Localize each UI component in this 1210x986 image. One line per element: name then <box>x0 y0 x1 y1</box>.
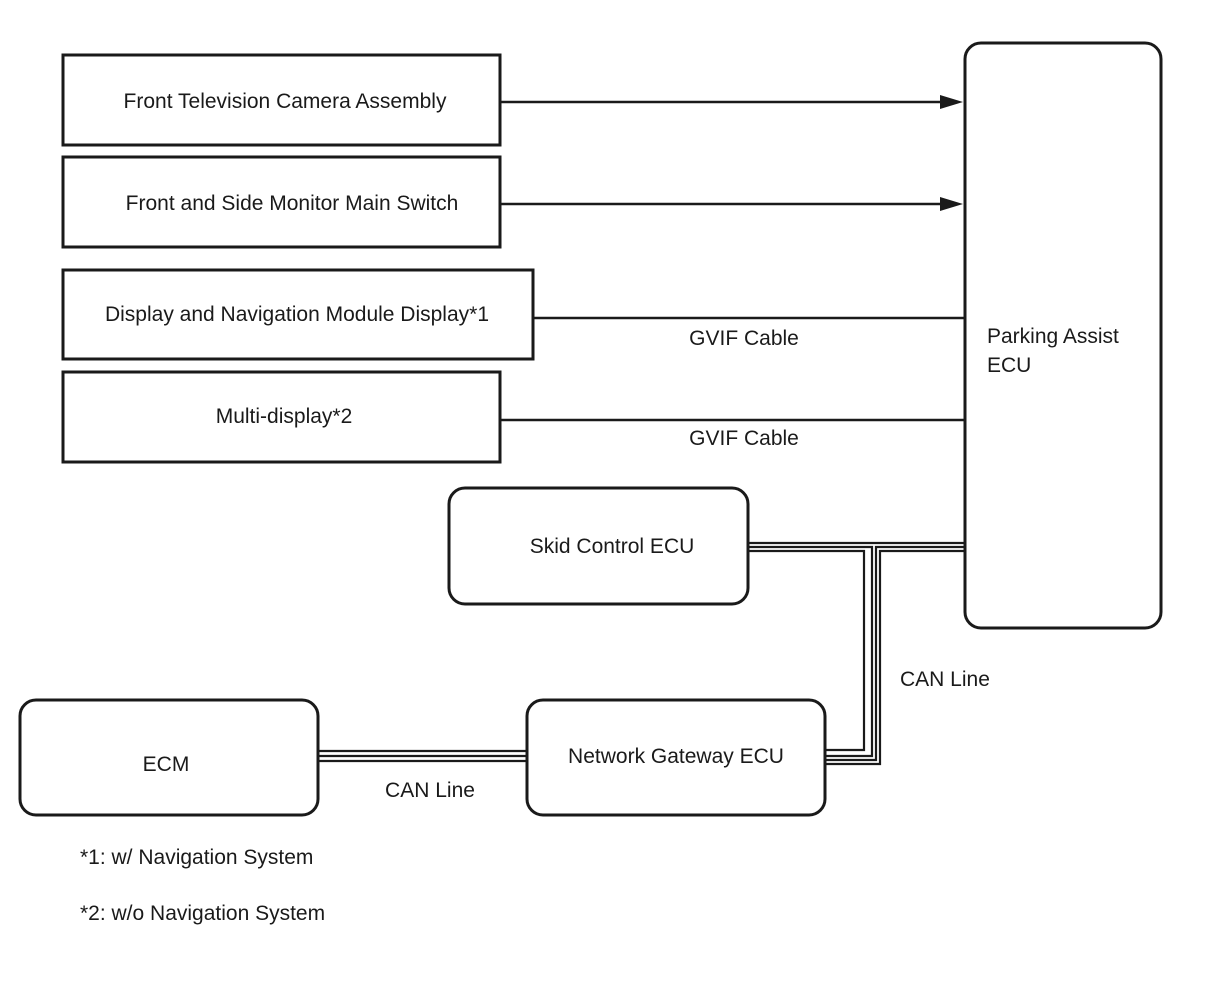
can-line-right-label: CAN Line <box>900 668 990 691</box>
network-gateway-ecu-box: Network Gateway ECU <box>525 698 827 817</box>
multi-display-box: Multi-display*2 <box>61 370 502 464</box>
network-gateway-ecu-label: Network Gateway ECU <box>568 745 784 768</box>
footnote-2: *2: w/o Navigation System <box>80 902 325 925</box>
multi-display-label: Multi-display*2 <box>216 405 353 428</box>
footnote-1: *1: w/ Navigation System <box>80 846 313 869</box>
ecm-label: ECM <box>143 753 190 776</box>
parking-assist-ecu-label-line2: ECU <box>987 354 1031 377</box>
skid-control-ecu-box: Skid Control ECU <box>447 486 750 606</box>
monitor-switch-label: Front and Side Monitor Main Switch <box>126 192 459 215</box>
skid-control-ecu-label: Skid Control ECU <box>530 535 695 558</box>
can-bus-ecm <box>318 749 527 763</box>
gvif-cable-multi-label: GVIF Cable <box>689 427 799 450</box>
monitor-switch-box: Front and Side Monitor Main Switch <box>61 155 502 249</box>
front-camera-label: Front Television Camera Assembly <box>124 90 447 113</box>
parking-assist-ecu-label-line1: Parking Assist <box>987 325 1119 348</box>
can-line-ecm-label: CAN Line <box>385 779 475 802</box>
ecm-box: ECM <box>18 698 320 817</box>
camera-to-ecu-arrow-icon <box>940 95 963 109</box>
can-bus-right <box>748 541 965 766</box>
connectors <box>318 95 965 766</box>
gvif-cable-nav-label: GVIF Cable <box>689 327 799 350</box>
nav-display-label: Display and Navigation Module Display*1 <box>105 303 489 326</box>
parking-assist-ecu-box: Parking Assist ECU <box>963 41 1163 630</box>
nav-display-box: Display and Navigation Module Display*1 <box>61 268 535 361</box>
switch-to-ecu-arrow-icon <box>940 197 963 211</box>
front-camera-box: Front Television Camera Assembly <box>61 53 502 147</box>
